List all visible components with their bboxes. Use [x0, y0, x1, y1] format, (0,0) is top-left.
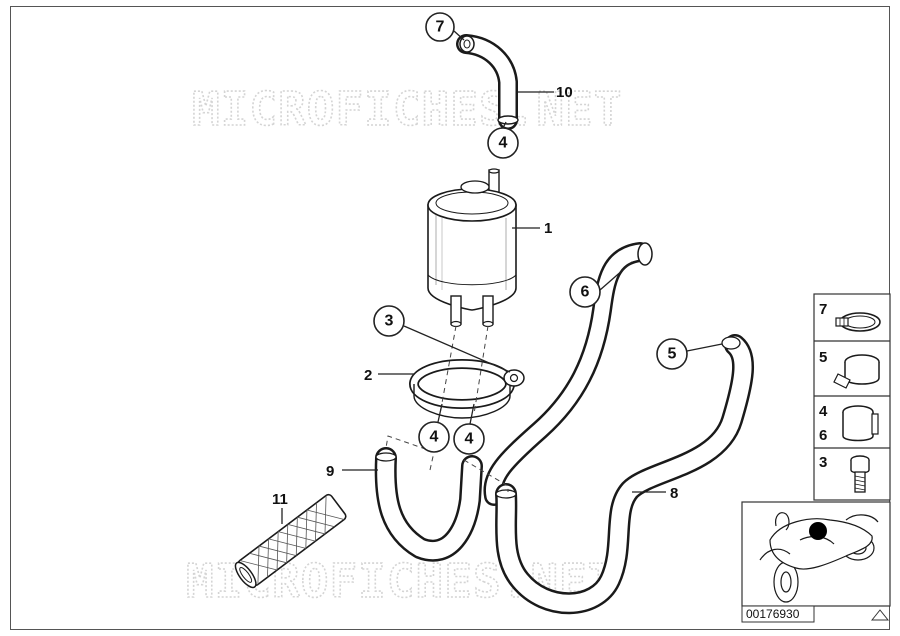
- hose-part-10: [456, 34, 519, 130]
- svg-text:6: 6: [581, 284, 590, 301]
- svg-text:10: 10: [556, 84, 573, 101]
- motorcycle-icon: [759, 512, 879, 603]
- legend-row-3: 3: [819, 454, 870, 493]
- callout-7: 7: [425, 12, 455, 42]
- label-1: 1: [512, 220, 552, 237]
- svg-text:6: 6: [819, 427, 827, 444]
- svg-text:5: 5: [819, 349, 827, 366]
- fuel-filter-part-1: [427, 168, 517, 328]
- label-10: 10: [518, 84, 573, 101]
- callout-4-left: 4: [418, 421, 450, 453]
- svg-text:4: 4: [465, 431, 474, 448]
- legend-row-5: 5: [819, 349, 880, 389]
- filter-location-marker: [809, 522, 827, 540]
- hose-part-8: [495, 334, 755, 615]
- hose-part-6: [483, 242, 653, 506]
- callout-5: 5: [656, 338, 688, 370]
- svg-text:3: 3: [819, 454, 827, 471]
- part-number: 00176930: [746, 607, 800, 621]
- label-11: 11: [272, 491, 288, 524]
- svg-text:4: 4: [430, 429, 439, 446]
- legend-row-7: 7: [819, 301, 881, 332]
- label-9: 9: [326, 463, 378, 480]
- label-8: 8: [632, 485, 678, 502]
- callout-4-top: 4: [487, 127, 519, 159]
- callout-4-right: 4: [453, 423, 485, 455]
- label-2: 2: [364, 367, 414, 384]
- svg-text:4: 4: [819, 403, 828, 420]
- svg-text:7: 7: [819, 301, 827, 318]
- svg-text:3: 3: [385, 313, 394, 330]
- svg-text:7: 7: [436, 19, 445, 36]
- clamp-part-2: [409, 359, 525, 419]
- svg-text:9: 9: [326, 463, 334, 480]
- svg-text:8: 8: [670, 485, 678, 502]
- callout-6: 6: [569, 276, 601, 308]
- hose-part-9: [374, 447, 483, 562]
- svg-text:5: 5: [668, 346, 677, 363]
- callout-3: 3: [373, 305, 405, 337]
- mesh-sleeve-part-11: [234, 493, 347, 589]
- legend-panel: 7 5 4 6 3: [813, 293, 891, 501]
- legend-row-4-6: 4 6: [819, 403, 879, 444]
- triangle-icon: [870, 609, 890, 621]
- watermark-top: MICROFICHES.NET: [192, 82, 622, 136]
- svg-text:4: 4: [499, 135, 508, 152]
- svg-text:1: 1: [544, 220, 552, 237]
- motorcycle-inset: 00176930: [741, 501, 891, 623]
- svg-text:11: 11: [272, 491, 288, 508]
- svg-text:2: 2: [364, 367, 372, 384]
